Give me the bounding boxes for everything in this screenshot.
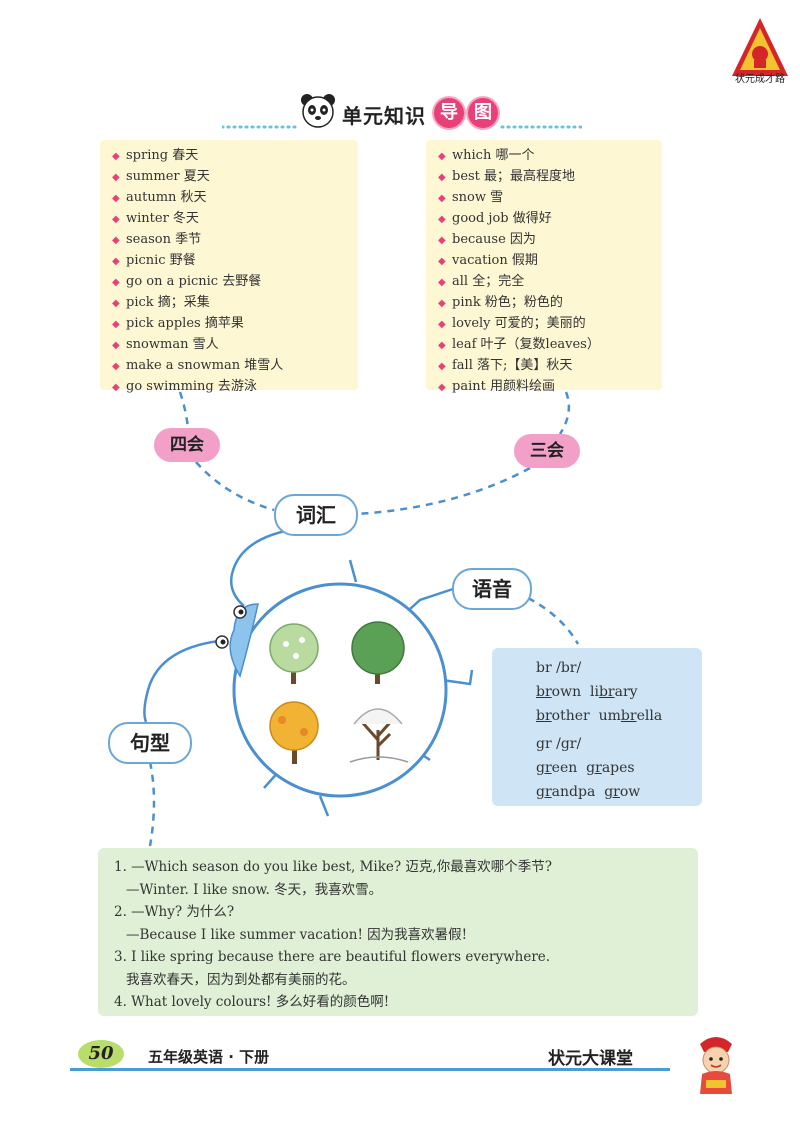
bullet-icon: ◆ — [112, 382, 120, 393]
spring-tree-icon — [269, 623, 319, 684]
label-sihui: 四会 — [154, 428, 220, 462]
phonics-gr-title: gr /gr/ — [536, 736, 582, 752]
bullet-icon: ◆ — [438, 235, 446, 246]
bullet-icon: ◆ — [112, 319, 120, 330]
title-badge-dao: 导 — [434, 98, 464, 128]
mindmap-connectors — [143, 391, 580, 847]
phonics-br-title: br /br/ — [536, 660, 582, 676]
bullet-icon: ◆ — [438, 319, 446, 330]
phonics-row: green grapes — [536, 760, 635, 776]
bullet-icon: ◆ — [438, 340, 446, 351]
sentence-line: 1. —Which season do you like best, Mike?… — [114, 859, 552, 875]
list-item: ◆go on a picnic 去野餐 — [112, 272, 348, 293]
list-item: ◆pick apples 摘苹果 — [112, 314, 348, 335]
phonics-row: brown library — [536, 684, 638, 700]
bullet-icon: ◆ — [112, 256, 120, 267]
bullet-icon: ◆ — [112, 277, 120, 288]
bullet-icon: ◆ — [438, 193, 446, 204]
list-item: ◆paint 用颜料绘画 — [438, 377, 652, 398]
bullet-icon: ◆ — [112, 298, 120, 309]
summer-tree-icon — [351, 621, 405, 684]
bullet-icon: ◆ — [438, 151, 446, 162]
list-item: ◆go swimming 去游泳 — [112, 377, 348, 398]
publisher-logo-icon — [732, 18, 788, 76]
sentence-line: 我喜欢春天，因为到处都有美丽的花。 — [126, 971, 356, 988]
phonics-box: br /br/ brown library brother umbrella g… — [492, 648, 702, 806]
page-title: 单元知识 — [342, 104, 426, 128]
bullet-icon: ◆ — [438, 361, 446, 372]
list-item: ◆picnic 野餐 — [112, 251, 348, 272]
node-vocabulary: 词汇 — [274, 494, 358, 536]
bullet-icon: ◆ — [112, 193, 120, 204]
node-phonics: 语音 — [452, 568, 532, 610]
sentence-line: —Winter. I like snow. 冬天，我喜欢雪。 — [126, 881, 383, 898]
sentence-line: 4. What lovely colours! 多么好看的颜色啊! — [114, 994, 390, 1010]
bullet-icon: ◆ — [112, 172, 120, 183]
sentence-patterns-box: 1. —Which season do you like best, Mike?… — [98, 848, 698, 1016]
winter-tree-icon — [349, 708, 409, 763]
logo-text: 状元成才路 — [735, 74, 785, 85]
bullet-icon: ◆ — [438, 277, 446, 288]
title-badge-tu: 图 — [468, 98, 498, 128]
bullet-icon: ◆ — [438, 214, 446, 225]
sentence-line: —Because I like summer vacation! 因为我喜欢暑假… — [126, 926, 468, 943]
list-item: ◆summer 夏天 — [112, 167, 348, 188]
list-item: ◆autumn 秋天 — [112, 188, 348, 209]
footer-divider — [70, 1068, 670, 1071]
bullet-icon: ◆ — [112, 151, 120, 162]
list-item: ◆season 季节 — [112, 230, 348, 251]
bullet-icon: ◆ — [438, 298, 446, 309]
list-item: ◆make a snowman 堆雪人 — [112, 356, 348, 377]
phonics-row: brother umbrella — [536, 708, 663, 724]
page-number: 50 — [78, 1040, 124, 1068]
list-item: ◆vacation 假期 — [438, 251, 652, 272]
autumn-tree-icon — [269, 701, 319, 764]
list-item: ◆fall 落下;【美】秋天 — [438, 356, 652, 377]
list-item: ◆snow 雪 — [438, 188, 652, 209]
panda-icon — [301, 94, 335, 128]
phonics-row: grandpa grow — [536, 784, 641, 800]
list-item: ◆which 哪一个 — [438, 146, 652, 167]
bullet-icon: ◆ — [438, 256, 446, 267]
list-item: ◆spring 春天 — [112, 146, 348, 167]
mascot-icon — [700, 1037, 732, 1094]
list-item: ◆because 因为 — [438, 230, 652, 251]
bullet-icon: ◆ — [438, 382, 446, 393]
node-sentence-patterns: 句型 — [108, 722, 192, 764]
list-item: ◆snowman 雪人 — [112, 335, 348, 356]
bullet-icon: ◆ — [112, 214, 120, 225]
list-item: ◆best 最；最高程度地 — [438, 167, 652, 188]
list-item: ◆pink 粉色；粉色的 — [438, 293, 652, 314]
bullet-icon: ◆ — [438, 172, 446, 183]
bullet-icon: ◆ — [112, 340, 120, 351]
sentence-line: 3. I like spring because there are beaut… — [114, 949, 551, 965]
vocab-list-sanhui: ◆which 哪一个 ◆best 最；最高程度地 ◆snow 雪 ◆good j… — [426, 140, 662, 394]
list-item: ◆all 全；完全 — [438, 272, 652, 293]
list-item: ◆winter 冬天 — [112, 209, 348, 230]
list-item: ◆good job 做得好 — [438, 209, 652, 230]
list-item: ◆leaf 叶子（复数leaves） — [438, 335, 652, 356]
bullet-icon: ◆ — [112, 235, 120, 246]
label-sanhui: 三会 — [514, 434, 580, 468]
footer-series-title: 状元大课堂 — [548, 1049, 633, 1069]
bullet-icon: ◆ — [112, 361, 120, 372]
list-item: ◆pick 摘；采集 — [112, 293, 348, 314]
vocab-list-sihui: ◆spring 春天 ◆summer 夏天 ◆autumn 秋天 ◆winter… — [100, 140, 358, 394]
header-dotted-line — [222, 125, 582, 129]
footer-book-title: 五年级英语 · 下册 — [148, 1048, 270, 1066]
list-item: ◆lovely 可爱的；美丽的 — [438, 314, 652, 335]
sentence-line: 2. —Why? 为什么? — [114, 904, 235, 920]
